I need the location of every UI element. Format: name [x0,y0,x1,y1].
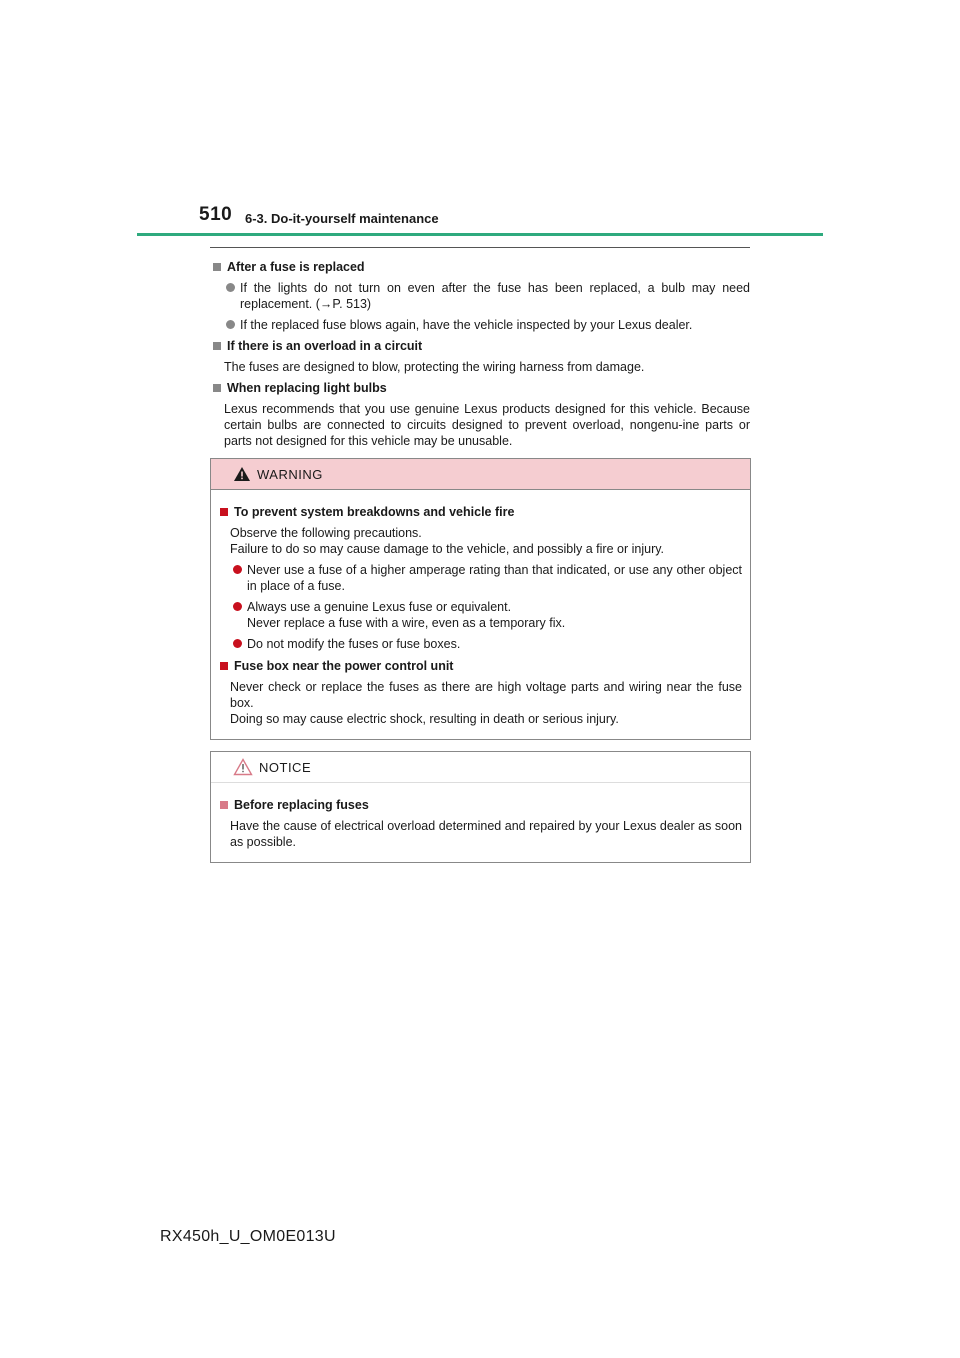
round-bullet-icon [226,283,235,292]
list-item: Always use a genuine Lexus fuse or equiv… [233,599,742,631]
warning-body: To prevent system breakdowns and vehicle… [211,490,750,735]
notice-body: Before replacing fuses Have the cause of… [211,783,750,858]
notice-triangle-icon [233,758,253,776]
bullet-text: Do not modify the fuses or fuse boxes. [247,637,461,651]
list-item: If the lights do not turn on even after … [226,280,750,312]
heading-text: If there is an overload in a circuit [227,339,423,353]
page-number: 510 [199,204,233,225]
notice-box: NOTICE Before replacing fuses Have the c… [210,751,751,863]
list-item: Never use a fuse of a higher amperage ra… [233,562,742,594]
list-item: Do not modify the fuses or fuse boxes. [233,636,742,652]
bulbs-section: When replacing light bulbs Lexus recomme… [210,380,750,449]
bullet-text: If the replaced fuse blows again, have t… [240,318,693,332]
notice-header: NOTICE [211,752,750,783]
after-fuse-replaced-section: After a fuse is replaced If the lights d… [210,259,750,333]
round-bullet-icon [233,565,242,574]
square-bullet-icon [213,342,221,350]
warning-title: WARNING [257,466,323,482]
overload-heading: If there is an overload in a circuit [210,338,750,354]
bullet-text: Always use a genuine Lexus fuse or equiv… [247,599,742,631]
bullet-text: If the lights do not turn on even after … [240,281,750,311]
warning-triangle-icon [234,467,250,481]
square-bullet-icon [213,263,221,271]
notice-sub-heading: Before replacing fuses [217,797,742,813]
bullet-line: Never replace a fuse with a wire, even a… [247,616,566,630]
square-bullet-icon [220,508,228,516]
heading-text: After a fuse is replaced [227,260,365,274]
round-bullet-icon [233,639,242,648]
warning-sub-heading: Fuse box near the power control unit [217,658,742,674]
square-bullet-icon [220,801,228,809]
round-bullet-icon [233,602,242,611]
bullet-line: Always use a genuine Lexus fuse or equiv… [247,600,512,614]
warning-sub-heading: To prevent system breakdowns and vehicle… [217,504,742,520]
notice-title: NOTICE [259,759,312,775]
heading-text: Before replacing fuses [234,798,369,812]
warning-intro-text: Observe the following precautions. [230,526,422,540]
header-rule [137,233,823,236]
warning-header: WARNING [211,459,750,490]
document-code: RX450h_U_OM0E013U [160,1228,336,1245]
heading-text: Fuse box near the power control unit [234,659,454,673]
warning-box: WARNING To prevent system breakdowns and… [210,458,751,740]
overload-section: If there is an overload in a circuit The… [210,338,750,375]
square-bullet-icon [220,662,228,670]
heading-text: When replacing light bulbs [227,381,387,395]
after-fuse-replaced-heading: After a fuse is replaced [210,259,750,275]
heading-text: To prevent system breakdowns and vehicle… [234,505,515,519]
warning-text: Never check or replace the fuses as ther… [230,680,742,710]
section-title: 6-3. Do-it-yourself maintenance [245,211,439,226]
square-bullet-icon [213,384,221,392]
notice-text: Have the cause of electrical overload de… [230,819,742,849]
round-bullet-icon [226,320,235,329]
overload-text: The fuses are designed to blow, protecti… [224,360,645,374]
list-item: If the replaced fuse blows again, have t… [226,317,750,333]
bullet-text: Never use a fuse of a higher amperage ra… [247,563,742,593]
warning-text: Doing so may cause electric shock, resul… [230,712,619,726]
warning-intro-text: Failure to do so may cause damage to the… [230,542,665,556]
content-divider [210,247,750,248]
bulbs-text: Lexus recommends that you use genuine Le… [224,402,750,448]
bulbs-heading: When replacing light bulbs [210,380,750,396]
